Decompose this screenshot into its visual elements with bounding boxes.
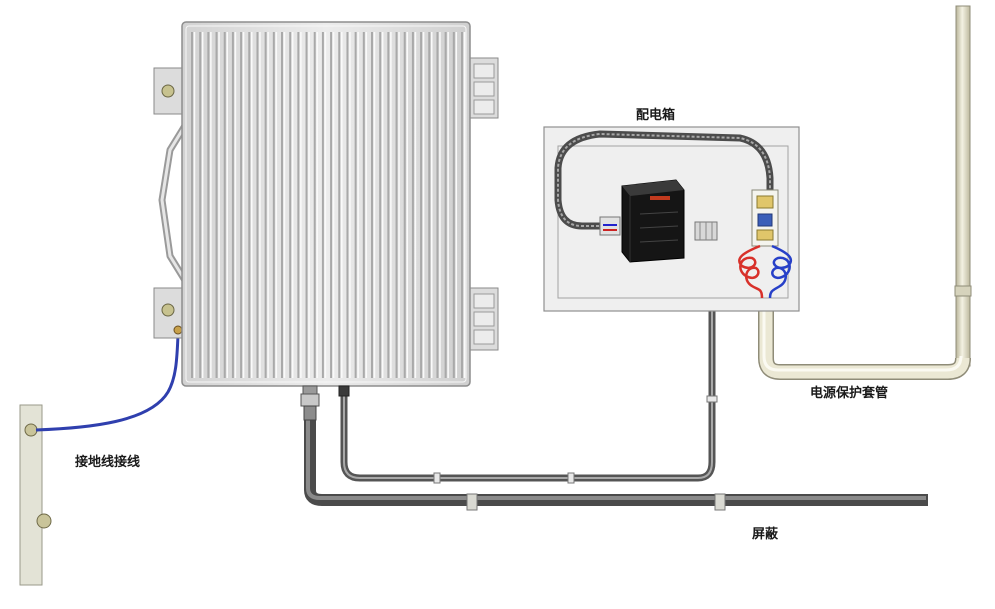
cable-clip [567, 472, 575, 484]
mounting-bracket-left-top [153, 67, 187, 115]
grounding-bar [19, 404, 52, 586]
ground-bolt [36, 513, 52, 529]
mounting-bracket-right-bottom [469, 287, 499, 351]
live-wire-coil [738, 244, 764, 299]
rf-connector [300, 385, 320, 421]
adapter-plug [599, 216, 621, 236]
ground-bar-label: 接地线接线 [75, 454, 140, 470]
cable-label: 屏蔽 [752, 526, 779, 542]
distribution-box-label: 配电箱 [636, 107, 675, 123]
ground-wire [35, 334, 180, 432]
cable-clip [714, 493, 726, 511]
mounting-bracket-left-bottom [153, 287, 187, 339]
cable-clip [466, 493, 478, 511]
heatsink-fins [191, 32, 466, 378]
terminal-block [694, 221, 718, 241]
circuit-breaker [751, 189, 779, 247]
power-cable [340, 236, 718, 484]
power-protection-conduit [758, 5, 972, 380]
internal-power-cable [554, 130, 774, 230]
ground-terminal [24, 423, 38, 437]
main-cable [304, 418, 928, 511]
equipment-enclosure [181, 21, 471, 387]
power-connector [338, 385, 350, 397]
cable-clip [706, 395, 718, 403]
cable-clip [433, 472, 441, 484]
power-conduit-label: 电源保护套管 [810, 385, 888, 401]
neutral-wire-coil [768, 244, 793, 299]
mounting-bracket-right-top [469, 57, 499, 119]
power-adapter [621, 179, 685, 263]
